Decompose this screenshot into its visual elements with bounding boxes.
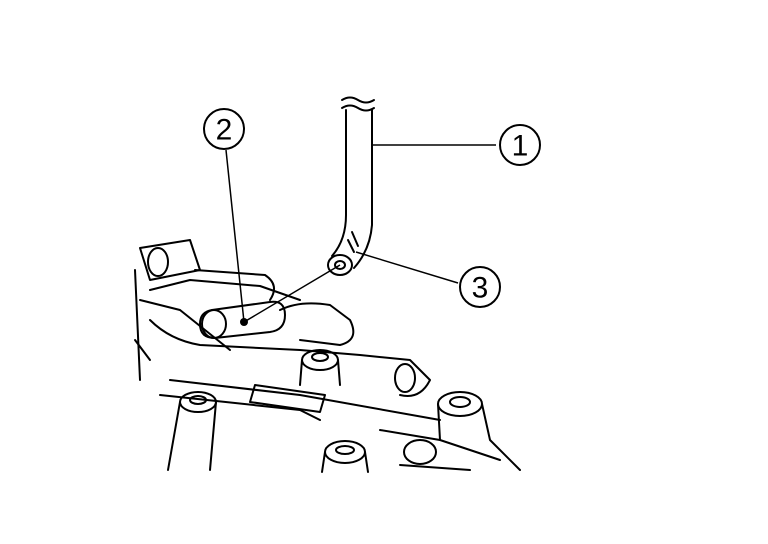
callout-3: 3 [459, 266, 501, 308]
leader-2 [225, 149, 341, 324]
callout-1: 1 [499, 124, 541, 166]
engine-body [134, 239, 521, 473]
callout-1-label: 1 [512, 130, 529, 163]
oil-pipe [327, 96, 375, 276]
callout-3-label: 3 [472, 272, 489, 305]
callout-2: 2 [203, 108, 245, 150]
callout-2-label: 2 [216, 114, 233, 147]
leader-3 [355, 251, 459, 284]
